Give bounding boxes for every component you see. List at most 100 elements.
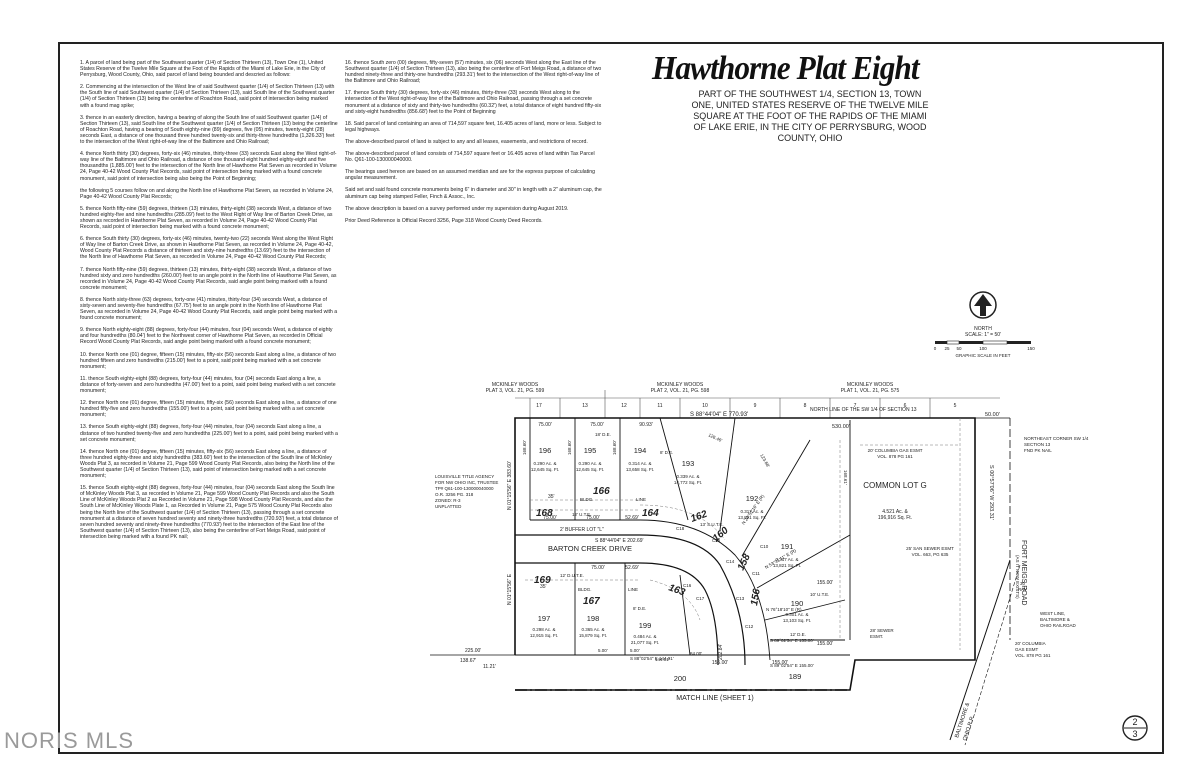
adjacent-plat-ref: PLAT 2, VOL. 21, PG. 598 xyxy=(651,388,710,394)
legal-paragraph: 7. thence North fifty-nine (59) degrees,… xyxy=(80,266,337,291)
utility-label: BLDG. xyxy=(578,587,592,592)
rail-line-label: OHIO RAILROAD xyxy=(1040,623,1077,628)
lot-area: 0.290 Ac. & xyxy=(533,461,556,466)
sheet-total: 3 xyxy=(1132,729,1137,739)
utility-label: 8' D.E. xyxy=(660,450,673,455)
lot-area: 13,103 Sq. Ft. xyxy=(783,618,811,623)
lot-area: 21,077 Sq. Ft. xyxy=(631,640,659,645)
lot-dimension: 144.01' xyxy=(655,657,670,662)
curve-label: C12 xyxy=(745,624,754,629)
legal-paragraph: 12. thence North one (01) degree, fiftee… xyxy=(80,400,337,419)
lot-dimension: 155.00' xyxy=(817,580,833,586)
easement-label: GAS ESMT xyxy=(1015,647,1039,652)
row-label: R/W xyxy=(1018,587,1028,592)
lot-dimension: 126.46' xyxy=(708,432,723,443)
legal-paragraph: 18. Said parcel of land containing an ar… xyxy=(345,120,602,133)
curve-label: C14 xyxy=(726,559,735,564)
adjacent-lot-number: 13 xyxy=(582,403,588,409)
top-dimension: 530.00' xyxy=(832,424,850,430)
legal-paragraph: 9. thence North eighty-eight (88) degree… xyxy=(80,327,333,346)
address-annotation: 169 xyxy=(534,575,551,586)
legal-paragraph: 3. thence in an easterly direction, havi… xyxy=(80,114,338,146)
lot-dimension: 168.61' xyxy=(843,470,848,485)
easement-label: VOL. 878 PG 161 xyxy=(1015,653,1051,658)
legal-paragraph: Said set and said found concrete monumen… xyxy=(345,187,602,200)
lot-dimension: 75.00' xyxy=(591,565,605,571)
lot-dimension: 155.00' xyxy=(712,660,728,666)
easement-label: ESMT. xyxy=(870,634,883,639)
utility-label: 12' U.T.E. xyxy=(572,512,591,517)
lot-number: 194 xyxy=(634,446,647,455)
rail-line-label: WEST LINE, xyxy=(1040,611,1065,616)
watermark: NORIS MLS xyxy=(4,728,135,753)
scale-tick: 0 xyxy=(934,346,937,351)
plat-subtitle: PART OF THE SOUTHWEST 1/4, SECTION 13, T… xyxy=(691,89,929,143)
lot-number: 200 xyxy=(674,674,687,683)
legal-paragraph: 14. thence North one (01) degree, fiftee… xyxy=(80,448,335,480)
utility-label: 10' U.T.E. xyxy=(810,592,829,597)
lot-number: 197 xyxy=(538,614,551,623)
lot-area: 13,821 Sq. Ft. xyxy=(773,563,801,568)
easement-label: 28' SEWER xyxy=(870,628,894,633)
adjacent-plat-name: MCKINLEY WOODS xyxy=(492,382,539,388)
owner-info: LOUISVILLE TITLE AGENCY xyxy=(435,474,494,479)
north-arrow-icon xyxy=(969,291,997,319)
left-dimension: 138.67' xyxy=(460,658,476,664)
lot-number: 192 xyxy=(746,494,759,503)
bearing-label: S 88°02'54" E 144.01' xyxy=(630,656,674,661)
lot-area: 12,915 Sq. Ft. xyxy=(530,633,558,638)
lot-area: 15,879 Sq. Ft. xyxy=(579,633,607,638)
scale-tick: 150 xyxy=(1027,346,1035,351)
sheet-number: 2 xyxy=(1132,717,1137,727)
owner-info: TP# Q61-100-130000040000 xyxy=(435,486,494,491)
lot-area: 0.317 Ac. & xyxy=(775,557,798,562)
lot-area: 13,658 Sq. Ft. xyxy=(626,467,654,472)
lot-dimension: 155.00' xyxy=(772,660,788,666)
adjacent-lot-lines xyxy=(515,390,1000,418)
utility-label: 12' D.U.T.E. xyxy=(560,573,584,578)
street-bearing: S 88°44'04" E 202.69' xyxy=(595,538,644,544)
lot-dimension: 168.60' xyxy=(522,440,527,455)
utility-label: 13' S.U.T.E. xyxy=(700,522,724,527)
adjacent-lot-number: 8 xyxy=(804,403,807,409)
legal-paragraph: 15. thence South eighty-eight (88) degre… xyxy=(80,485,338,540)
legal-paragraph: 17. thence South thirty (30) degrees, fo… xyxy=(345,90,602,115)
scale-tick: 25 xyxy=(944,346,950,351)
adjacent-lot-number: 6 xyxy=(904,403,907,409)
legal-paragraph: Prior Deed Reference is Official Record … xyxy=(345,217,543,224)
legal-paragraph: 4. thence North thirty (30) degrees, for… xyxy=(80,151,337,182)
adjacent-lot-number: 11 xyxy=(657,403,662,409)
adjacent-plat-name: MCKINLEY WOODS xyxy=(847,382,894,388)
lot-dimension: 52.69' xyxy=(625,515,639,521)
curve-label: C10 xyxy=(760,544,769,549)
owner-info: ZONED: R-3 xyxy=(435,498,461,503)
owner-info: O.R. 3256 PG. 318 xyxy=(435,492,474,497)
lot-dimension: 123.68' xyxy=(759,453,771,468)
lot-number: 189 xyxy=(789,672,802,681)
graphic-scale-bar xyxy=(935,340,1031,345)
owner-info: UNPLATTED xyxy=(435,504,462,509)
address-annotation: 164 xyxy=(642,508,659,519)
lot-area: 0.298 Ac. & xyxy=(532,627,555,632)
road-bearing: S 00°57'06" W 293.31' xyxy=(988,465,994,520)
lot-dimension: 155.00' xyxy=(817,641,833,647)
adjacent-plat-ref: PLAT 1, VOL. 21, PG. 575 xyxy=(841,388,900,394)
plat-title: Hawthorne Plat Eight xyxy=(652,50,920,87)
legal-paragraph: 2. Commencing at the intersection of the… xyxy=(80,84,335,109)
address-annotation: 158 xyxy=(736,552,753,572)
legal-paragraph: The above description is based on a surv… xyxy=(345,205,569,212)
lot-area: 0.314 Ac. & xyxy=(628,461,651,466)
lot-dimension: 90.93' xyxy=(639,422,653,428)
adjacent-lot-number: 17 xyxy=(536,403,542,409)
legal-paragraph: 13. thence South eighty-eight (88) degre… xyxy=(80,424,338,443)
common-lot-area: 4.521 Ac. & xyxy=(882,509,908,515)
ne-corner-label: SECTION 13 xyxy=(1024,442,1051,447)
lot-dimension: 75.00' xyxy=(538,422,552,428)
utility-label: 18' D.E. xyxy=(595,432,611,437)
lot-number: 198 xyxy=(587,614,600,623)
legal-paragraph: 1. A parcel of land being part of the So… xyxy=(80,60,326,79)
bearing-label: S 89°02'54" E 155.00' xyxy=(770,638,814,643)
curve-label: C15 xyxy=(712,538,721,543)
rail-line-label: BALTIMORE & xyxy=(1040,617,1070,622)
plat-boundary xyxy=(430,417,1021,746)
